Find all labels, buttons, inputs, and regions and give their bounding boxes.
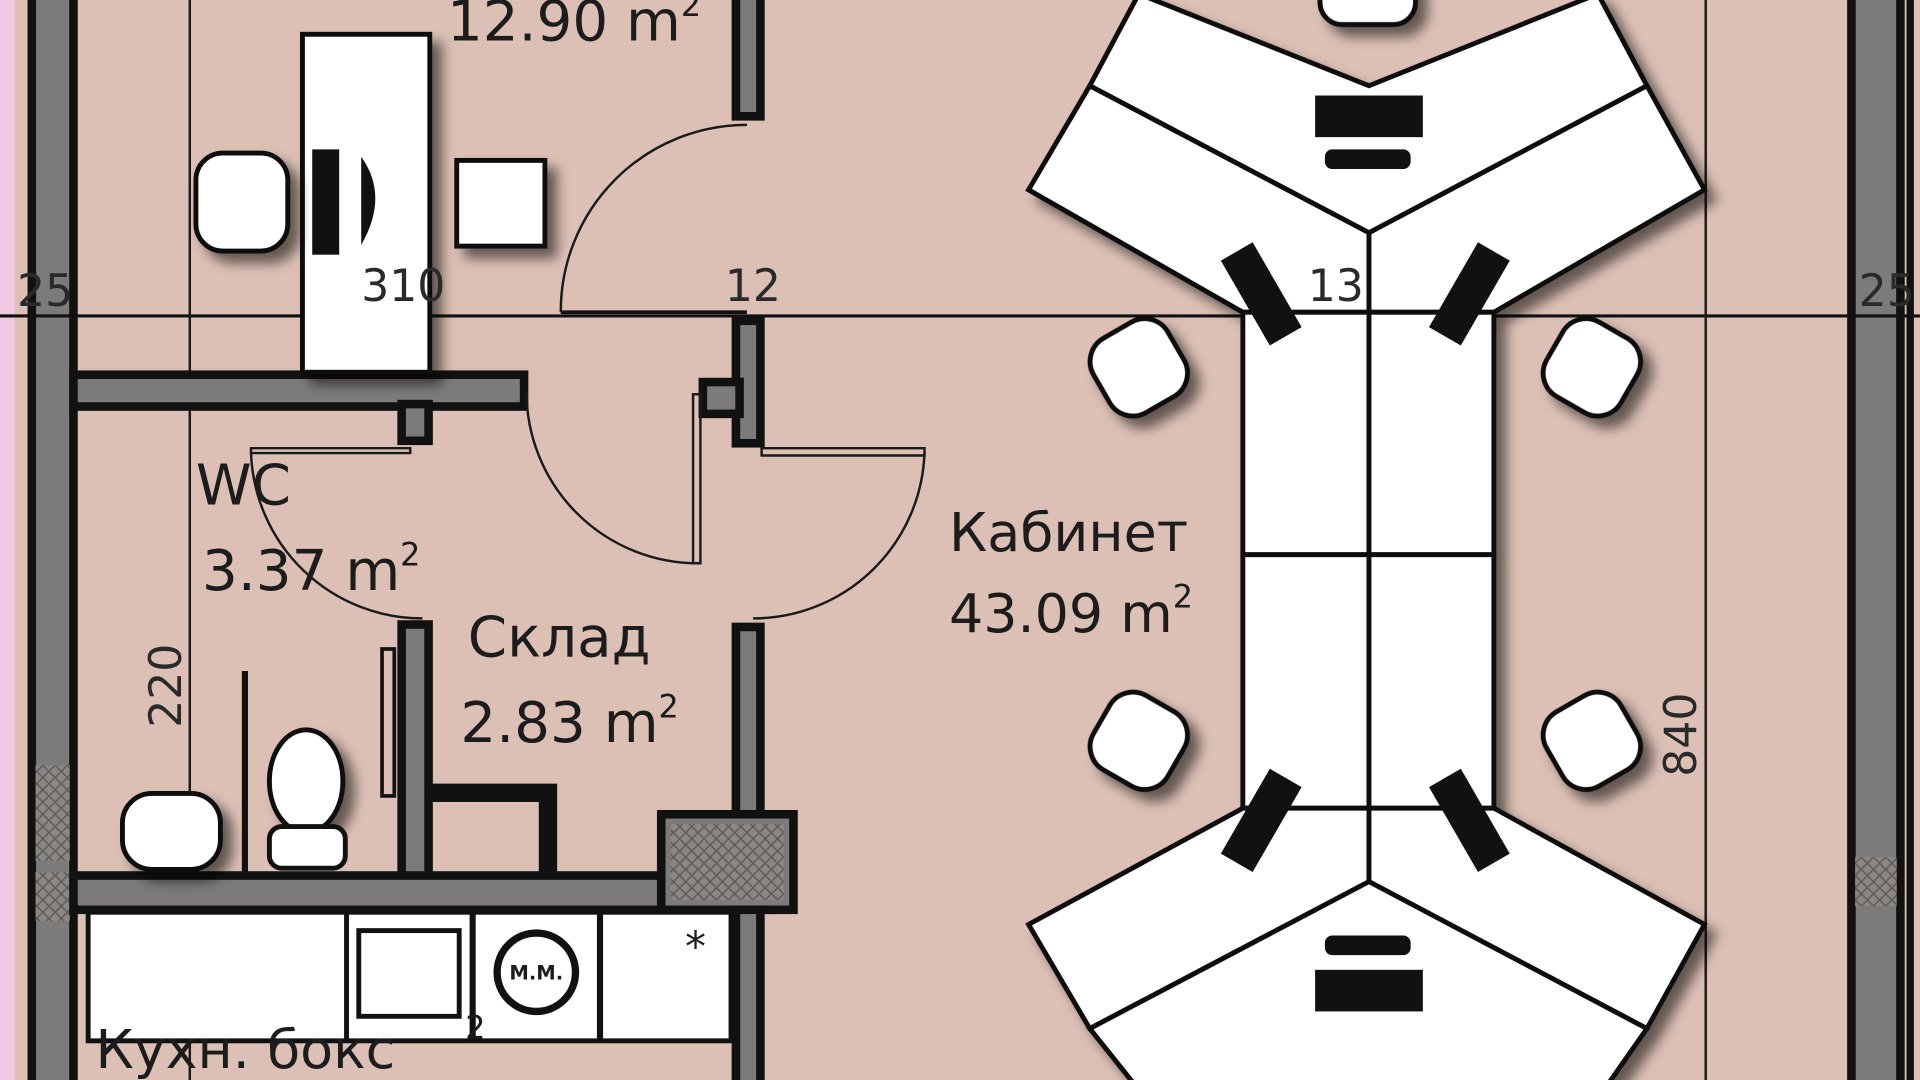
storage-shelf: [428, 783, 558, 876]
chair-upper-left: [1087, 316, 1190, 419]
chair-top-room: [193, 150, 291, 254]
door-storage-leaf: [691, 393, 702, 565]
chair-lower-left: [1087, 689, 1190, 792]
dimension-310: 310: [361, 261, 445, 312]
top-room-area: 12.90 m2: [447, 0, 701, 54]
chair-top: [1317, 0, 1418, 27]
monitor-lower-left: [1220, 768, 1302, 873]
office-area: 43.09 m2: [949, 577, 1193, 644]
wall-kitchen-right: [731, 905, 765, 1080]
keyboard-top: [1324, 149, 1411, 169]
wall-mid-stub: [698, 377, 744, 419]
office-name: Кабинет: [949, 501, 1188, 564]
desk-center-2: [1366, 309, 1497, 558]
left-wall-hatch: [35, 765, 70, 861]
door-storage-swing: [525, 391, 698, 565]
dimension-25-right: 25: [1859, 266, 1915, 317]
sink: [120, 791, 223, 872]
kitchen-counter: [85, 909, 734, 1044]
keyboard-bottom: [1324, 935, 1411, 956]
chair-lower-right: [1540, 689, 1643, 792]
monitor-upper-left: [1220, 242, 1302, 346]
toilet-tank: [266, 824, 348, 871]
wall-wc-storage: [397, 620, 433, 886]
dimension-840: 840: [1656, 693, 1707, 777]
column-hatch-fill: [671, 824, 784, 900]
wall-stub-wc: [397, 399, 433, 446]
toilet: [266, 727, 346, 836]
right-outer-wall: [1847, 0, 1905, 1080]
monitor-lower-right: [1428, 768, 1510, 873]
left-wall-hatch-2: [35, 871, 70, 921]
wall-storage-right: [731, 622, 765, 822]
door-wc-leaf: [249, 446, 412, 455]
side-cabinet: [454, 157, 548, 249]
monitor-bottom: [1315, 969, 1423, 1012]
storage-bar: [380, 647, 397, 798]
wall-top-jamb: [731, 0, 765, 121]
door-office-swing: [753, 453, 926, 620]
wc-name: WC: [196, 453, 291, 518]
monitor-top: [1315, 95, 1423, 138]
kitchen-area-sup: 2: [465, 1008, 485, 1046]
page-edge: [0, 0, 15, 1080]
door-top-swing: [559, 123, 747, 313]
dimension-220: 220: [141, 644, 192, 728]
right-wall-hatch: [1855, 857, 1897, 907]
washing-machine-label: М.М.: [509, 962, 563, 985]
dimension-13: 13: [1308, 261, 1364, 312]
keyboard-top-room: [361, 156, 376, 245]
desk-center-1: [1240, 309, 1372, 558]
monitor-top-room: [312, 149, 340, 255]
storage-name: Склад: [468, 605, 651, 670]
wc-area: 3.37 m2: [202, 536, 420, 604]
chair-upper-right: [1540, 316, 1643, 419]
washing-machine: [493, 929, 580, 1016]
kitchen-name: Кухн. бокс: [96, 1018, 396, 1080]
hob-mark: *: [685, 922, 706, 971]
office-chairs: [1087, 0, 1643, 792]
dimension-12: 12: [725, 261, 781, 312]
wall-horizontal-upper: [69, 370, 529, 411]
door-wc-swing: [249, 453, 423, 620]
desk-center-3: [1240, 552, 1372, 811]
dimension-25-left: 25: [17, 266, 73, 317]
kitchen-sink: [356, 928, 462, 1019]
storage-area: 2.83 m2: [460, 688, 678, 756]
monitor-upper-right: [1428, 242, 1510, 346]
door-office-leaf: [760, 446, 926, 457]
desk-center-4: [1366, 552, 1497, 811]
